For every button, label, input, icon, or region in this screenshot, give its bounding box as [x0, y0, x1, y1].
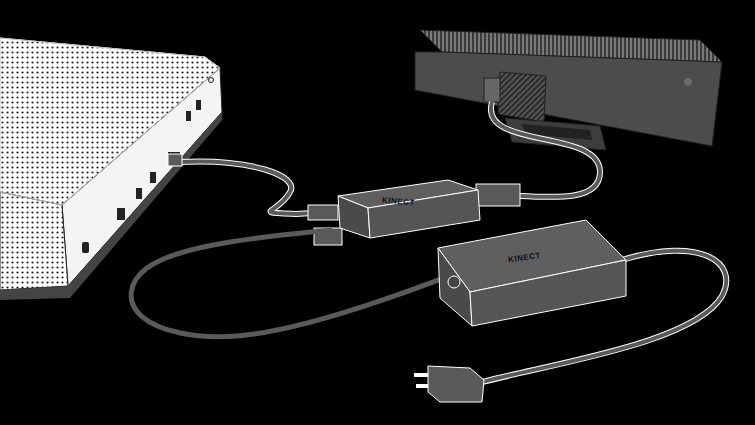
adapter-connectors: [168, 154, 520, 245]
dc-cable: [131, 230, 440, 337]
box-face: [438, 248, 472, 326]
power-supply: KINECT: [436, 220, 628, 328]
kinect-sensor: [415, 30, 722, 150]
cord-socket: [448, 276, 460, 288]
box-face: [368, 190, 480, 238]
wall-plug: [414, 366, 484, 402]
console-ports: [82, 78, 214, 254]
kinect-adapter: KINECT: [330, 176, 480, 242]
box-shape: [436, 220, 628, 328]
cables: [178, 102, 726, 382]
box-face: [338, 196, 370, 238]
box-face: [470, 260, 626, 326]
xbox-console: [0, 38, 222, 300]
box-shape: [330, 176, 480, 242]
